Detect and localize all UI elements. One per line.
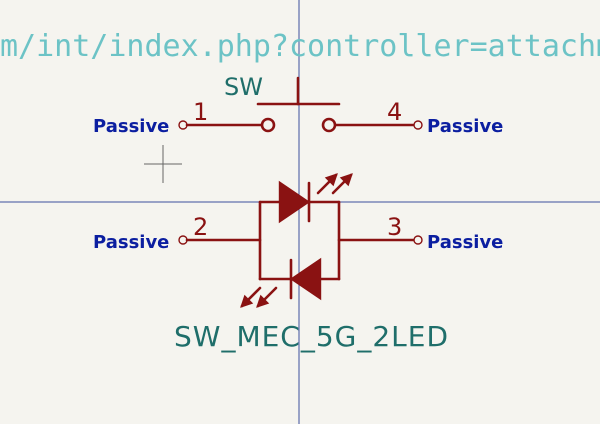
pin-1[interactable]: 1 Passive <box>93 98 276 137</box>
pin-4-connection-point[interactable] <box>413 120 423 130</box>
pin-4-type: Passive <box>427 116 503 137</box>
reference-designator[interactable]: SW <box>224 73 263 101</box>
led-upper-icon <box>278 173 353 224</box>
led-lower-icon <box>240 257 322 308</box>
pin-3-number: 3 <box>387 213 402 241</box>
symbol-value[interactable]: SW_MEC_5G_2LED <box>174 320 449 353</box>
pin-2[interactable]: 2 Passive <box>93 213 262 253</box>
url-text: m/int/index.php?controller=attachment& <box>0 29 600 64</box>
cursor-crosshair-icon <box>144 145 182 183</box>
pin-1-connection-point[interactable] <box>178 120 188 130</box>
switch-actuator[interactable] <box>256 76 341 106</box>
pin-2-number: 2 <box>193 213 208 241</box>
pin-4[interactable]: 4 Passive <box>321 98 503 137</box>
pin-3-type: Passive <box>427 232 503 253</box>
pin-2-connection-point[interactable] <box>178 235 188 245</box>
switch-contact-left <box>260 117 276 133</box>
pin-1-type: Passive <box>93 116 169 137</box>
pin-4-number: 4 <box>387 98 402 126</box>
pin-3-connection-point[interactable] <box>413 235 423 245</box>
pin-3[interactable]: 3 Passive <box>337 213 503 253</box>
switch-contact-right <box>321 117 337 133</box>
pin-1-number: 1 <box>193 98 208 126</box>
pin-2-type: Passive <box>93 232 169 253</box>
